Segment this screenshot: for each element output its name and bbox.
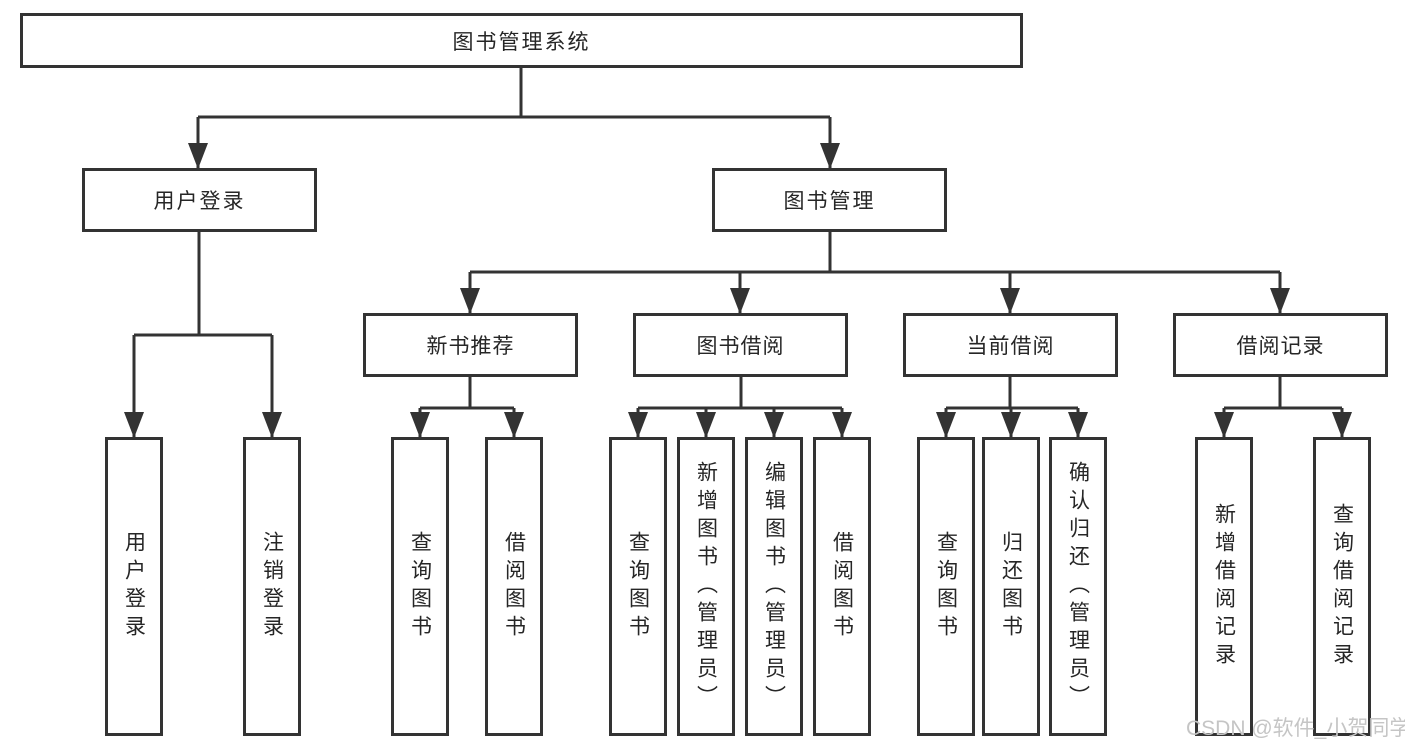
leaf-logout-label: 注销登录 — [260, 530, 284, 643]
node-user-login: 用户登录 — [82, 168, 317, 232]
node-book-management-label: 图书管理 — [783, 190, 876, 213]
leaf-add-books-admin: 新增图书（管理员） — [677, 437, 735, 736]
leaf-query-books-2: 查询图书 — [609, 437, 667, 736]
leaf-logout: 注销登录 — [243, 437, 301, 736]
leaf-user-login: 用户登录 — [105, 437, 163, 736]
leaf-add-borrow-record-label: 新增借阅记录 — [1212, 502, 1236, 671]
leaf-borrow-books-1: 借阅图书 — [485, 437, 543, 736]
leaf-edit-books-admin: 编辑图书（管理员） — [745, 437, 803, 736]
node-new-book-recommend: 新书推荐 — [363, 313, 578, 377]
node-current-borrow-label: 当前借阅 — [966, 335, 1055, 358]
node-new-book-recommend-label: 新书推荐 — [426, 335, 515, 358]
node-book-borrow: 图书借阅 — [633, 313, 848, 377]
node-book-borrow-label: 图书借阅 — [696, 335, 785, 358]
leaf-add-books-admin-label: 新增图书（管理员） — [694, 460, 718, 713]
leaf-query-books-1: 查询图书 — [391, 437, 449, 736]
leaf-confirm-return-admin-label: 确认归还（管理员） — [1066, 460, 1090, 713]
leaf-borrow-books-1-label: 借阅图书 — [502, 530, 526, 643]
node-current-borrow: 当前借阅 — [903, 313, 1118, 377]
csdn-watermark: CSDN @软件_小贺同学 — [1186, 717, 1405, 740]
leaf-query-books-3: 查询图书 — [917, 437, 975, 736]
node-book-management: 图书管理 — [712, 168, 947, 232]
leaf-edit-books-admin-label: 编辑图书（管理员） — [762, 460, 786, 713]
node-root-system: 图书管理系统 — [20, 13, 1023, 68]
leaf-return-books-label: 归还图书 — [999, 530, 1023, 643]
leaf-borrow-books-2-label: 借阅图书 — [830, 530, 854, 643]
leaf-query-books-2-label: 查询图书 — [626, 530, 650, 643]
leaf-query-books-1-label: 查询图书 — [408, 530, 432, 643]
node-borrow-record: 借阅记录 — [1173, 313, 1388, 377]
node-user-login-label: 用户登录 — [153, 190, 246, 213]
leaf-query-books-3-label: 查询图书 — [934, 530, 958, 643]
leaf-confirm-return-admin: 确认归还（管理员） — [1049, 437, 1107, 736]
node-borrow-record-label: 借阅记录 — [1236, 335, 1325, 358]
leaf-add-borrow-record: 新增借阅记录 — [1195, 437, 1253, 736]
leaf-borrow-books-2: 借阅图书 — [813, 437, 871, 736]
leaf-query-borrow-record-label: 查询借阅记录 — [1330, 502, 1354, 671]
leaf-user-login-label: 用户登录 — [122, 530, 146, 643]
leaf-return-books: 归还图书 — [982, 437, 1040, 736]
node-root-label: 图书管理系统 — [452, 30, 591, 54]
leaf-query-borrow-record: 查询借阅记录 — [1313, 437, 1371, 736]
